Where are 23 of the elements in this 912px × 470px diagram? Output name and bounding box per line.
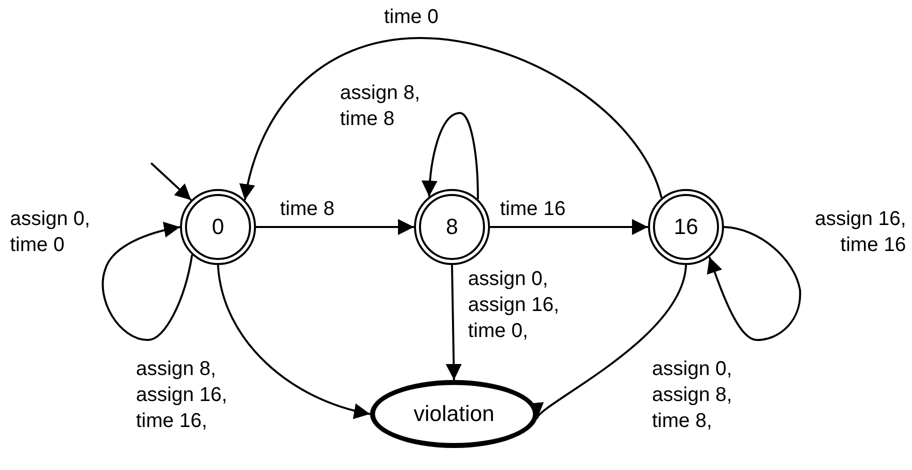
transition-arrow — [536, 264, 687, 420]
transition-arrow — [422, 112, 479, 200]
edge-label: time 16 — [500, 197, 567, 222]
edge-label: assign 0, assign 16, time 0, — [468, 267, 560, 344]
state-label: 0 — [212, 216, 224, 238]
edge-label: assign 0, time 0 — [10, 207, 92, 258]
transition-arrow — [240, 37, 663, 200]
transition-arrow — [446, 264, 462, 380]
transition-arrow — [490, 219, 648, 235]
state-label: violation — [414, 403, 494, 425]
edge-label: time 8 — [280, 197, 336, 222]
state-label: 16 — [674, 216, 698, 238]
transition-arrow — [707, 226, 801, 341]
start-arrow — [150, 162, 192, 201]
edge-label: assign 16, time 16 — [814, 207, 906, 258]
edge-label: assign 8, time 8 — [340, 81, 422, 132]
edge-label: assign 0, assign 8, time 8, — [652, 357, 734, 434]
transition-arrow — [217, 264, 370, 418]
state-label: 8 — [446, 216, 458, 238]
transition-arrow — [256, 219, 414, 235]
edge-label: assign 8, assign 16, time 16, — [136, 357, 228, 434]
edge-label: time 0 — [384, 5, 440, 30]
transition-arrow — [102, 222, 194, 341]
